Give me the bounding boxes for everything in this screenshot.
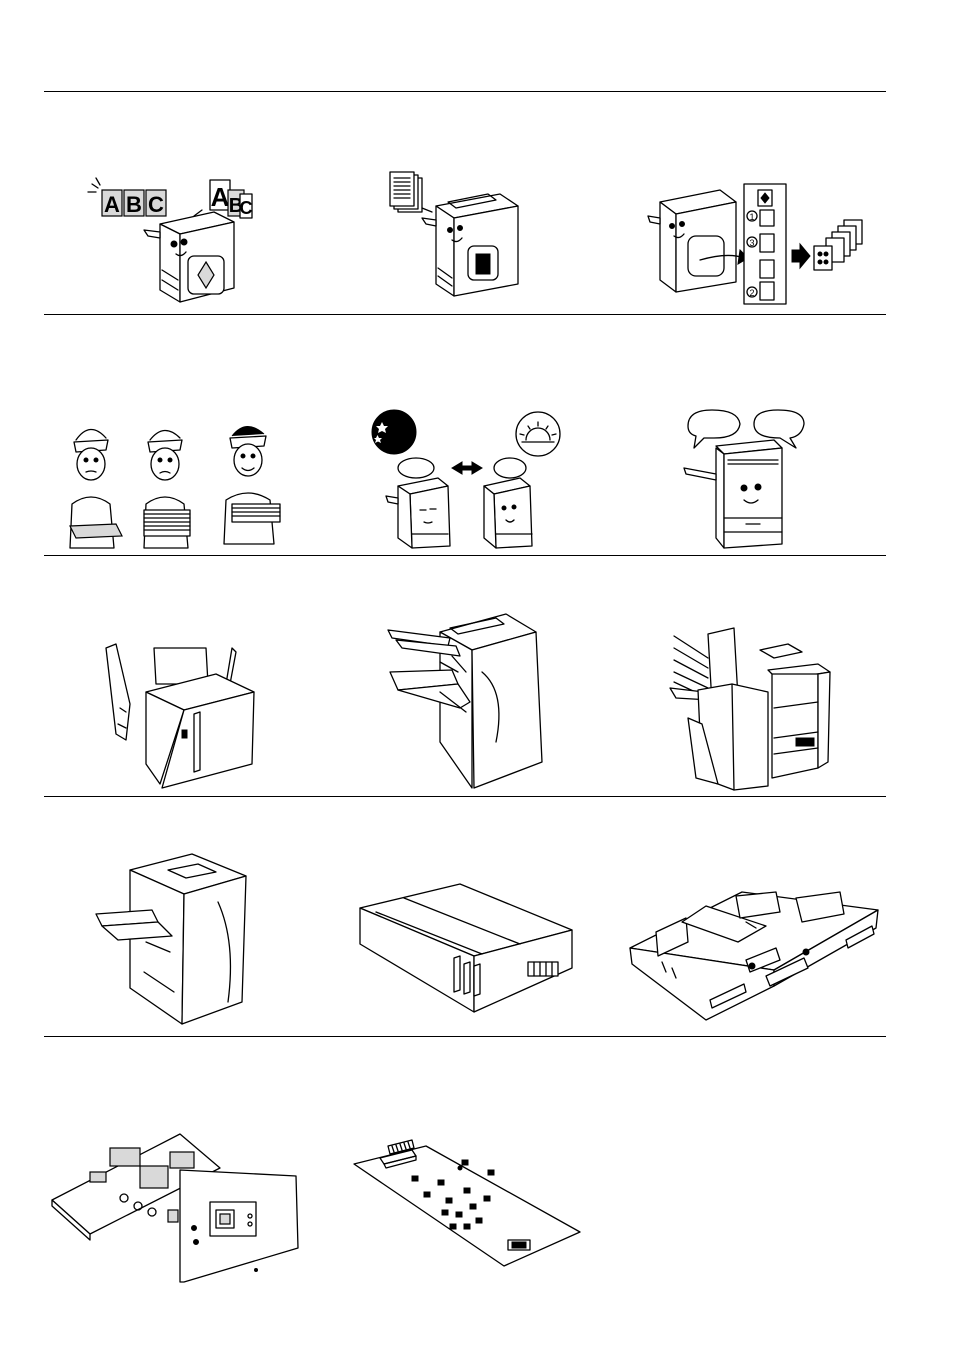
copier-awake (484, 458, 532, 548)
stapler-finisher-illustration (386, 612, 546, 790)
copier-body (684, 440, 782, 548)
separator-rule-4 (44, 1036, 886, 1037)
bin-number-3: 3 (749, 238, 754, 248)
separator-rule-top (44, 91, 886, 92)
separator-rule-1 (44, 314, 886, 315)
letter-a-right: A (211, 182, 230, 212)
paper-feeder-box-illustration (356, 882, 578, 1020)
copier-body (144, 212, 234, 302)
letter-a-left: A (104, 192, 120, 217)
letters-abc-left: A B C (88, 178, 166, 217)
operator-figure-1 (70, 429, 122, 548)
separator-rule-2 (44, 555, 886, 556)
operator-figure-2 (144, 430, 190, 548)
moon-icon (372, 410, 416, 454)
double-arrow-icon (452, 462, 482, 474)
sort-bin-panel: 1 3 2 (744, 184, 786, 304)
talking-copier-illustration (680, 408, 810, 550)
sun-icon (516, 412, 560, 456)
letter-c-right: C (240, 198, 253, 218)
bin-number-2: 2 (749, 288, 754, 298)
speech-bubble-left (688, 410, 740, 448)
arrow-right-icon (792, 244, 810, 268)
copier-sort-illustration: 1 3 2 (648, 180, 870, 308)
circuit-board-tray-illustration (626, 882, 882, 1022)
copier-image-enlarge-illustration: A B C A B C (84, 172, 254, 307)
operator-figure-3 (224, 426, 280, 544)
sorted-output-stack (814, 220, 862, 270)
bin-number-1: 1 (749, 212, 754, 222)
copier-body (422, 194, 518, 296)
original-document-stack (390, 172, 432, 212)
three-operators-illustration (62, 420, 302, 550)
copier-main-unit (760, 644, 830, 778)
mailbox-sorter-copier-illustration (668, 628, 834, 792)
small-finisher-illustration (96, 852, 250, 1026)
letters-abc-right: A B C (194, 180, 253, 218)
letter-c-left: C (148, 192, 164, 217)
copier-document-feed-illustration (388, 172, 523, 307)
network-interface-card-illustration (50, 1132, 298, 1284)
separator-rule-3 (44, 796, 886, 797)
document-finisher-illustration (106, 644, 256, 790)
copier-body (648, 190, 748, 292)
letter-b-left: B (126, 192, 142, 217)
expansion-board-illustration (352, 1140, 582, 1268)
power-save-day-night-illustration (368, 410, 564, 550)
copier-sleeping (386, 458, 450, 548)
